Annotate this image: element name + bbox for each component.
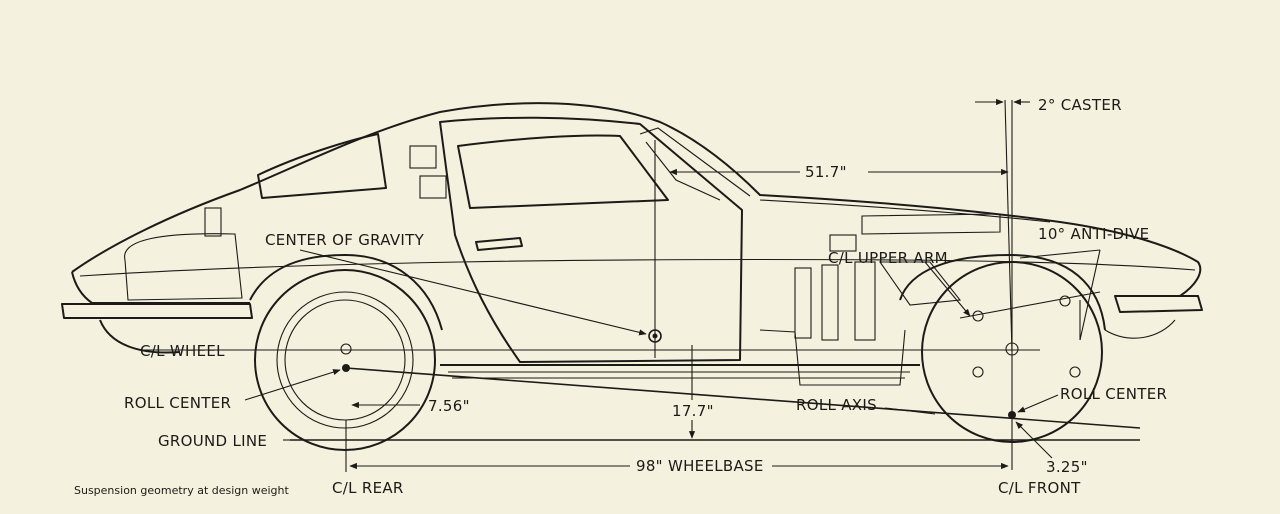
cg-height-label: 17.7" — [672, 402, 714, 420]
cg-distance-label: 51.7" — [805, 163, 847, 181]
roll-center-rear-label: ROLL CENTER — [124, 394, 231, 412]
car-body-outline — [61, 102, 1203, 379]
figure-caption: Suspension geometry at design weight — [74, 484, 290, 497]
rear-rc-height-label: 7.56" — [428, 397, 470, 415]
center-of-gravity-label: CENTER OF GRAVITY — [265, 231, 425, 249]
cl-rear-label: C/L REAR — [332, 479, 404, 497]
wheel-centerline-label: C/L WHEEL — [140, 342, 225, 360]
roll-center-front-label: ROLL CENTER — [1060, 385, 1167, 403]
ground-line-label: GROUND LINE — [158, 432, 267, 450]
engine-components — [759, 213, 1001, 386]
roll-axis-label: ROLL AXIS — [796, 396, 877, 414]
caster-label: 2° CASTER — [1038, 96, 1122, 114]
geometry-lines — [138, 99, 1141, 472]
labels: 2° CASTER 51.7" CENTER OF GRAVITY 10° AN… — [74, 96, 1167, 497]
rear-wheel — [254, 269, 436, 451]
center-of-gravity-point — [648, 329, 662, 343]
front-rc-height-label: 3.25" — [1046, 458, 1088, 476]
upper-arm-label: C/L UPPER ARM — [828, 249, 948, 267]
wheelbase-label: 98" WHEELBASE — [636, 457, 764, 475]
cl-front-label: C/L FRONT — [998, 479, 1081, 497]
dimension-lines — [240, 98, 1101, 470]
anti-dive-label: 10° ANTI-DIVE — [1038, 225, 1149, 243]
